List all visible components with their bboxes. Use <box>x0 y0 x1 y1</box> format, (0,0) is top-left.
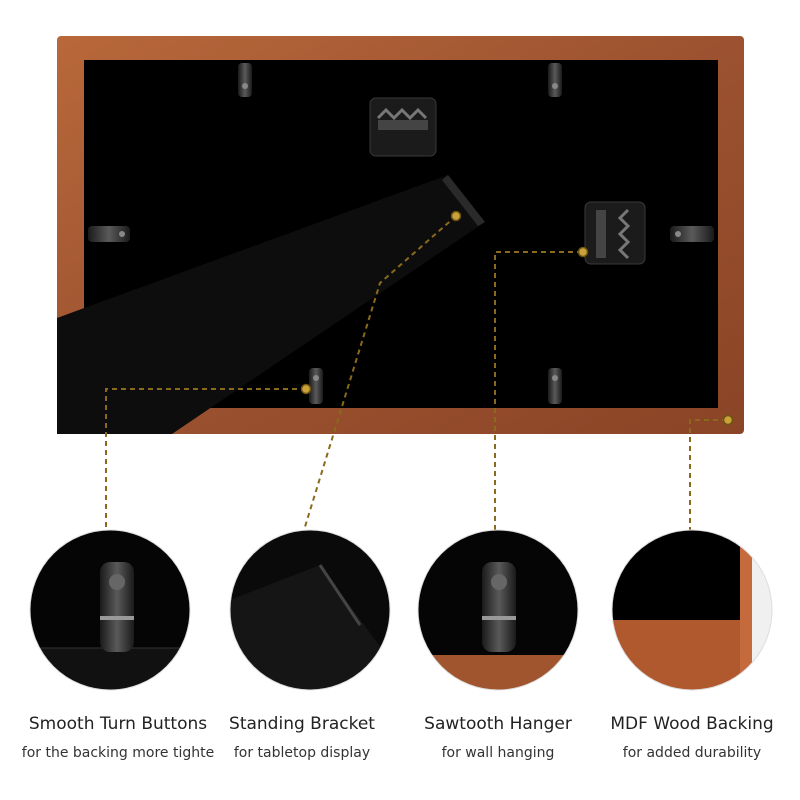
closeup-standing-bracket <box>230 530 390 690</box>
feature-sawtooth-hanger: Sawtooth Hanger for wall hanging <box>398 0 598 800</box>
dot-marker <box>300 383 312 395</box>
closeup-border <box>417 529 579 691</box>
turn-button-icon <box>548 63 562 97</box>
leader-dots <box>300 210 734 426</box>
closeup-border <box>29 529 191 691</box>
leader-line-backing <box>689 419 727 530</box>
leader-line-hanger <box>494 251 582 530</box>
turn-button-icon <box>548 368 562 404</box>
feature-standing-bracket: Standing Bracket for tabletop display <box>202 0 402 800</box>
feature-subtitle: for tabletop display <box>233 745 371 761</box>
turn-button-icon <box>88 226 130 242</box>
turn-button-icon <box>670 226 714 242</box>
feature-title: Standing Bracket <box>229 714 375 734</box>
feature-turn-buttons: Smooth Turn Buttons for the backing more… <box>18 0 218 800</box>
feature-title: Sawtooth Hanger <box>424 714 572 734</box>
dot-marker <box>577 246 589 258</box>
stand-bracket-edge <box>442 175 485 226</box>
turn-button-icon <box>100 562 134 652</box>
closeup-border <box>229 529 391 691</box>
turn-button-icon <box>309 368 323 404</box>
dot-marker <box>722 414 734 426</box>
turn-buttons <box>88 63 714 404</box>
feature-title: Smooth Turn Buttons <box>28 714 208 734</box>
sawtooth-hanger-icon <box>584 201 646 265</box>
leader-line-stand <box>303 215 457 531</box>
turn-button-icon <box>238 63 252 97</box>
closeup-mdf-backing <box>612 530 772 690</box>
stand-bracket-icon <box>57 175 485 434</box>
sawtooth-hanger-icon <box>369 97 437 157</box>
closeup-border <box>611 529 773 691</box>
leader-line-turn-buttons <box>105 388 306 530</box>
feature-subtitle: for added durability <box>622 745 762 761</box>
leader-lines <box>105 215 727 531</box>
sawtooth-hanger-icon <box>482 562 516 652</box>
feature-subtitle: for the backing more tighte <box>21 745 215 761</box>
feature-title: MDF Wood Backing <box>610 714 774 734</box>
dot-marker <box>450 210 462 222</box>
feature-mdf-backing: MDF Wood Backing for added durability <box>592 0 792 800</box>
feature-subtitle: for wall hanging <box>441 745 555 761</box>
